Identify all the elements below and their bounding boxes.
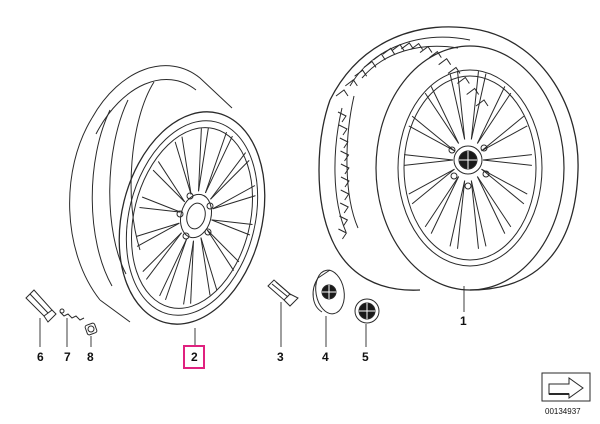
spoke-line xyxy=(190,240,194,304)
spoke-line xyxy=(424,92,460,144)
tread-block xyxy=(338,228,348,240)
tread-block xyxy=(340,163,350,175)
spoke-line xyxy=(211,219,253,226)
spoke-line xyxy=(200,237,211,296)
tread-block xyxy=(340,176,350,188)
spoke-line xyxy=(210,159,250,200)
spoke-line xyxy=(142,232,182,273)
spoke-line xyxy=(482,154,532,161)
spoke-line xyxy=(457,71,466,140)
tread-block xyxy=(338,124,348,136)
spoke-line xyxy=(411,168,455,205)
spoke-line xyxy=(206,229,240,263)
spoke-line xyxy=(136,222,180,247)
spoke-line xyxy=(476,92,512,144)
spoke-line xyxy=(482,159,532,166)
spoke-line xyxy=(206,229,235,271)
callout-6[interactable]: 6 xyxy=(37,350,44,364)
spoke-line xyxy=(136,222,180,237)
tread-block xyxy=(337,111,347,123)
spoke-line xyxy=(210,152,247,200)
valve-drawing[interactable] xyxy=(25,289,57,323)
spoke-line xyxy=(145,232,182,280)
spoke-line xyxy=(476,176,512,228)
spoke-line xyxy=(411,115,455,152)
leader-lines xyxy=(39,286,465,347)
callout-4[interactable]: 4 xyxy=(322,350,329,364)
spoke-line xyxy=(139,206,181,213)
spoke-line xyxy=(211,219,251,236)
wheel-bolt-drawing[interactable] xyxy=(267,279,299,307)
spoke-line xyxy=(449,180,466,247)
spoke-line xyxy=(204,135,233,194)
hub-cap-drawing[interactable] xyxy=(312,268,347,316)
spoke-line xyxy=(481,125,528,152)
spoke-line xyxy=(408,125,455,152)
valve-insert-drawing[interactable] xyxy=(59,308,85,321)
spoke-line xyxy=(470,71,479,140)
spoke-line xyxy=(157,161,186,203)
spoke-line xyxy=(430,176,460,234)
spoke-line xyxy=(470,180,487,247)
spoke-line xyxy=(476,176,506,234)
tread-block xyxy=(410,42,424,51)
tread-block xyxy=(345,79,358,87)
tread-block xyxy=(354,69,368,77)
tread-block xyxy=(466,87,480,95)
tread-block xyxy=(340,189,350,201)
spoke-line xyxy=(198,128,202,192)
tread-block xyxy=(438,57,452,66)
spoke-line xyxy=(198,127,209,192)
complete-wheel-drawing[interactable] xyxy=(318,26,579,291)
callout-5[interactable]: 5 xyxy=(362,350,369,364)
tread-block xyxy=(419,45,433,53)
tread-block xyxy=(457,76,470,84)
spoke-line xyxy=(476,86,506,144)
spoke-line xyxy=(212,195,256,210)
tread-block xyxy=(339,215,349,227)
callout-8[interactable]: 8 xyxy=(87,350,94,364)
spoke-line xyxy=(470,73,487,140)
spoke-line xyxy=(204,131,228,194)
spoke-line xyxy=(408,168,455,195)
rim-drawing[interactable] xyxy=(69,65,286,340)
spoke-line xyxy=(164,238,188,301)
spoke-line xyxy=(404,159,454,166)
tread-block xyxy=(429,50,442,59)
spoke-line xyxy=(449,73,466,140)
tread-block xyxy=(340,150,350,162)
spoke-line xyxy=(212,185,256,210)
callout-2[interactable]: 2 xyxy=(191,350,198,364)
tread-block xyxy=(401,42,414,50)
drawing-number: 00134937 xyxy=(545,407,581,416)
callout-3[interactable]: 3 xyxy=(277,350,284,364)
tread-block xyxy=(339,137,349,149)
valve-cap-drawing[interactable] xyxy=(84,322,98,336)
spoke-line xyxy=(159,238,188,297)
arrow-right-icon[interactable] xyxy=(541,372,591,402)
tread-block xyxy=(373,53,386,61)
tread-block xyxy=(335,89,349,97)
spoke-line xyxy=(141,196,181,213)
spoke-line xyxy=(457,180,466,249)
tread-block xyxy=(363,60,377,68)
spoke-line xyxy=(152,169,186,203)
spoke-line xyxy=(424,176,460,228)
spoke-line xyxy=(404,154,454,161)
spoke-line xyxy=(470,180,479,249)
spoke-line xyxy=(481,115,525,152)
emblem-drawing[interactable] xyxy=(354,298,380,324)
spoke-line xyxy=(200,237,218,291)
callout-7[interactable]: 7 xyxy=(64,350,71,364)
tread-block xyxy=(382,47,396,55)
spoke-line xyxy=(183,240,194,305)
spoke-line xyxy=(181,136,192,195)
tread-block xyxy=(339,202,349,214)
callout-1[interactable]: 1 xyxy=(460,314,467,328)
spoke-line xyxy=(430,86,460,144)
spoke-line xyxy=(174,141,192,195)
callout-2-highlight xyxy=(183,345,205,369)
tread-block xyxy=(475,99,489,107)
